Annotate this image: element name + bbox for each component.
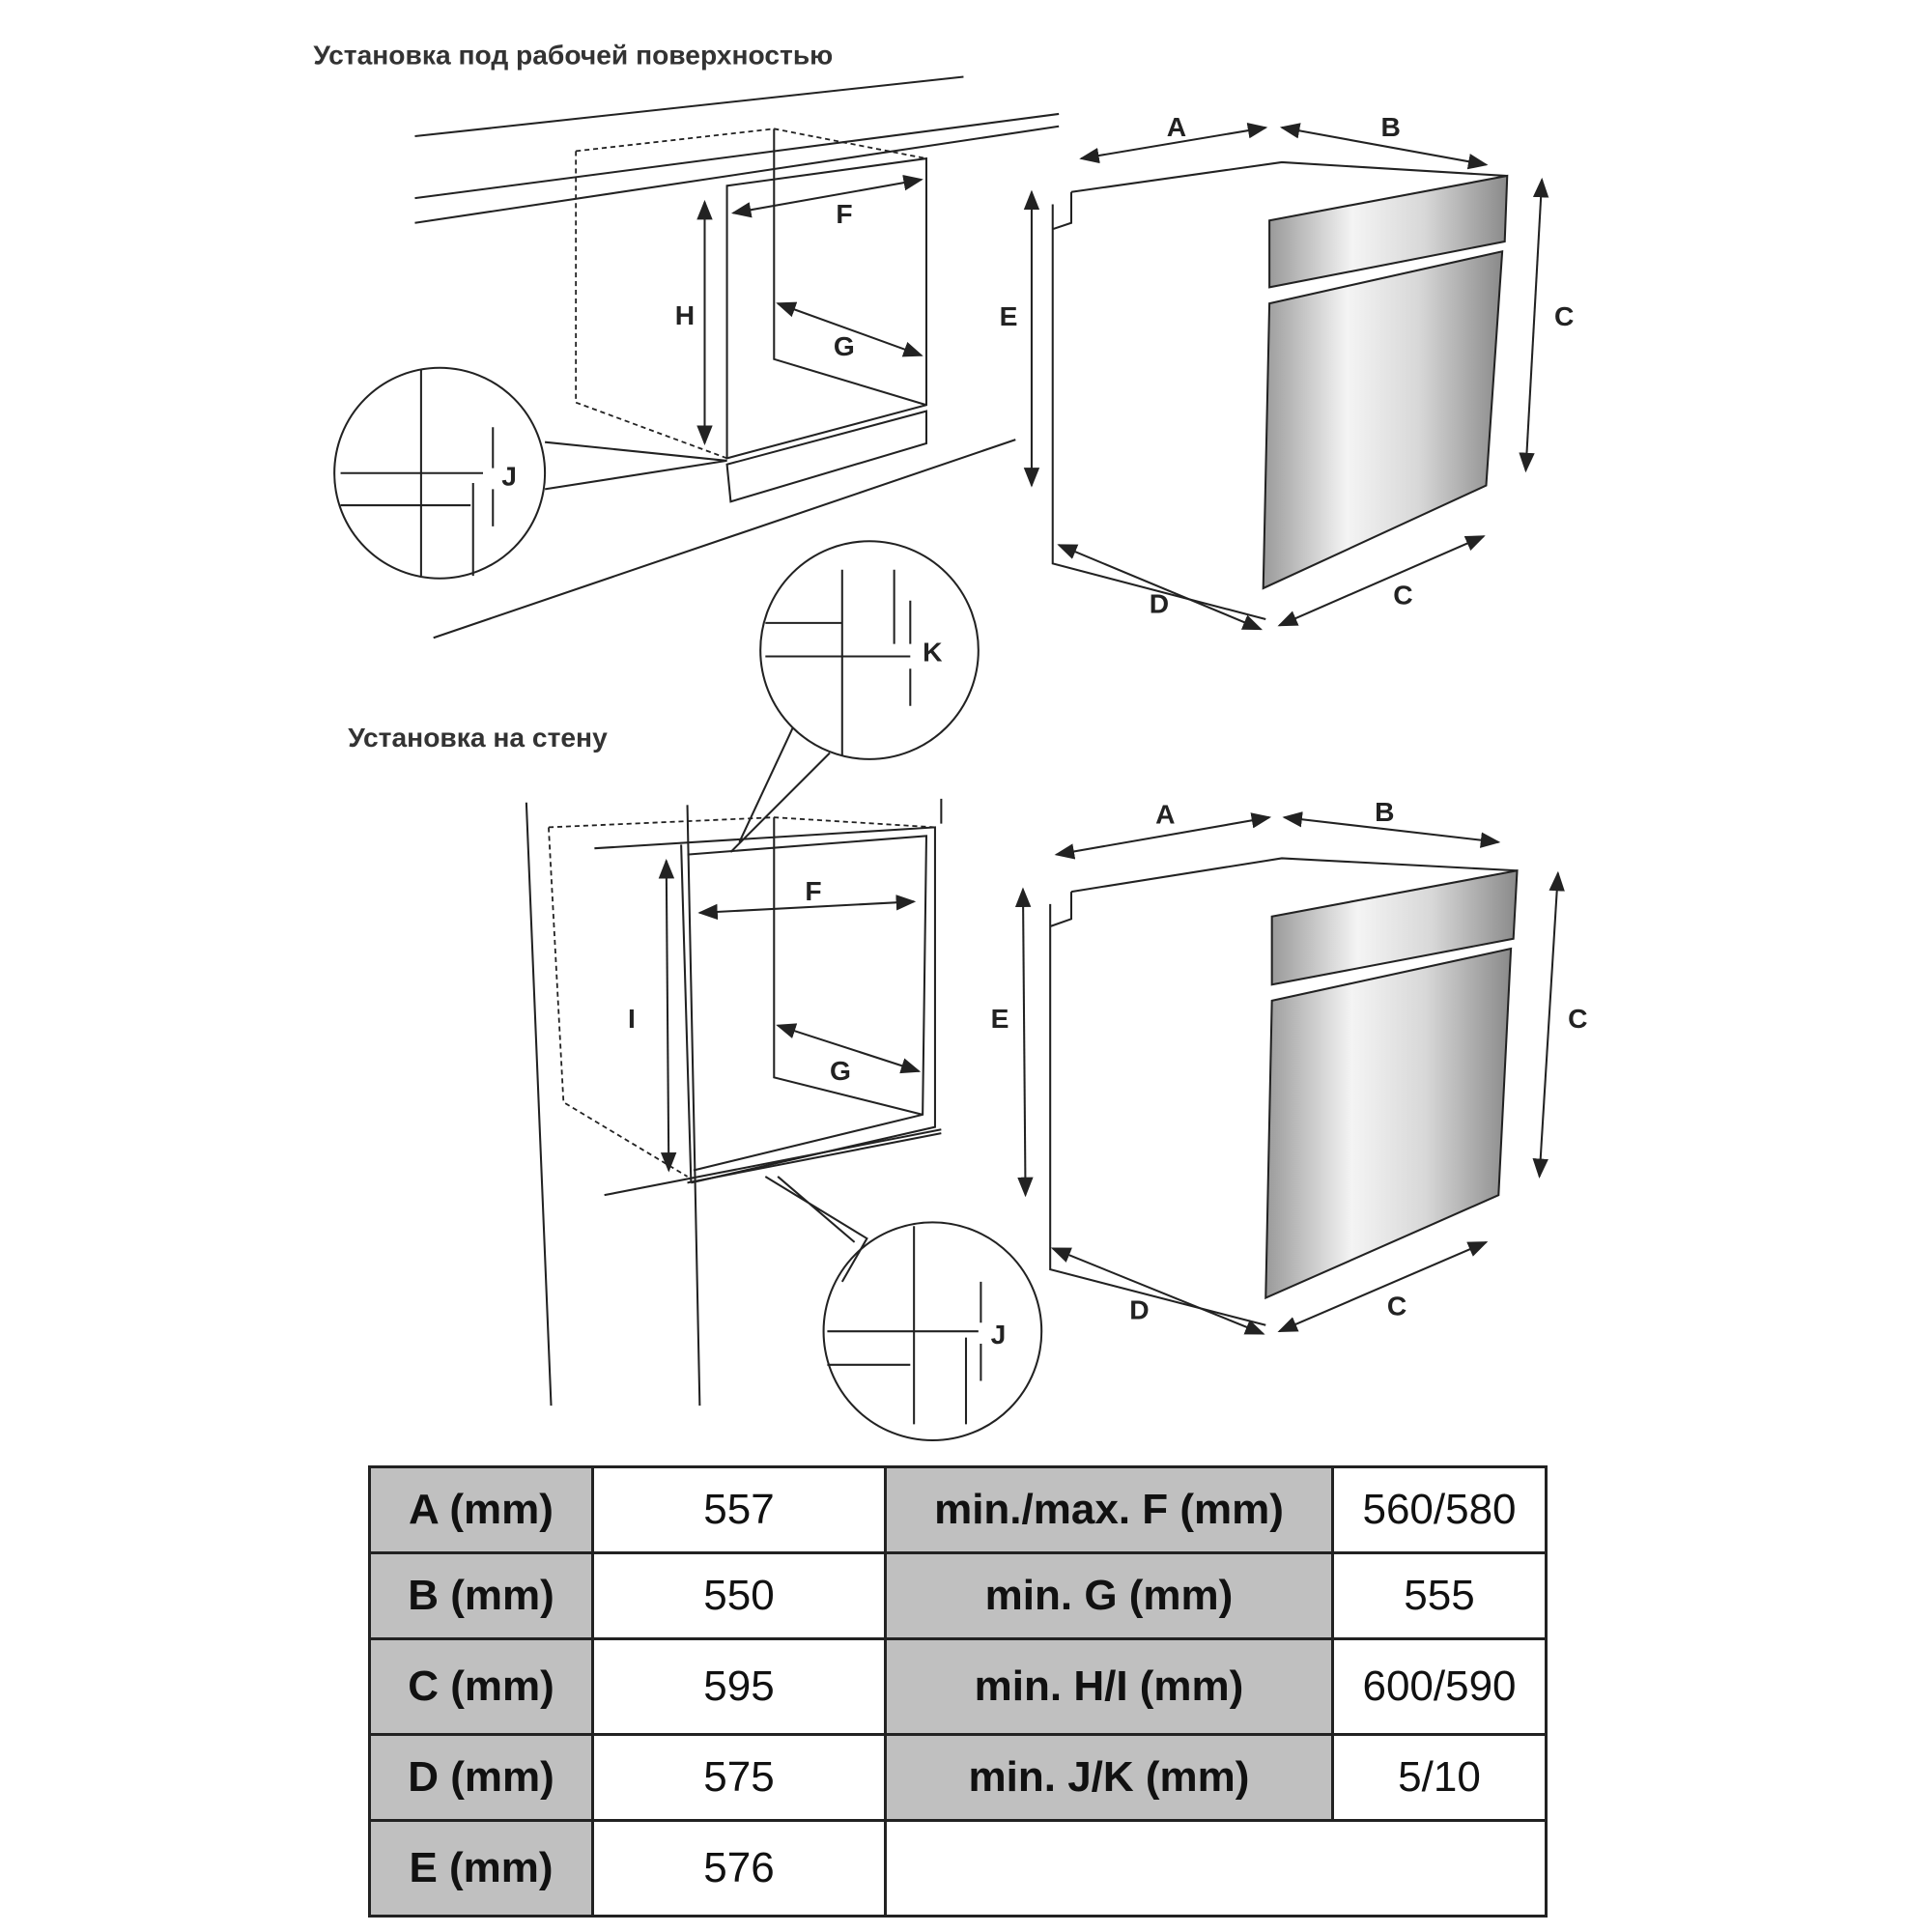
table-row: E (mm) 576 [368,1819,1548,1918]
label-b-2: B [1375,796,1394,827]
value-cell: 557 [591,1465,887,1554]
table-row: D (mm) 575 min. J/K (mm) 5/10 [368,1733,1548,1822]
key-cell: C (mm) [368,1637,594,1736]
value-cell: 575 [591,1733,887,1822]
label-a-2: A [1155,799,1175,830]
key-cell: min. H/I (mm) [884,1637,1334,1736]
label-c-width-2: C [1387,1291,1406,1321]
oven-diagram-top: A B C E D C [1000,111,1574,631]
table-row: B (mm) 550 min. G (mm) 555 [368,1551,1548,1640]
label-h: H [675,299,695,330]
value-cell: 560/580 [1331,1465,1548,1554]
label-g: G [834,330,855,361]
under-counter-niche: H F G J [333,75,1060,639]
value-cell: 5/10 [1331,1733,1548,1822]
key-cell: B (mm) [368,1551,594,1640]
value-cell: 600/590 [1331,1637,1548,1736]
label-i: I [628,1003,636,1034]
dimensions-table: A (mm) 557 min./max. F (mm) 560/580 B (m… [368,1465,1548,1918]
key-cell: min. G (mm) [884,1551,1334,1640]
key-cell: A (mm) [368,1465,594,1554]
value-cell: 550 [591,1551,887,1640]
label-f: F [836,198,852,229]
label-e-2: E [991,1003,1009,1034]
label-b: B [1380,111,1400,142]
label-c-height: C [1554,300,1574,331]
label-g-wall: G [830,1055,851,1086]
key-cell: E (mm) [368,1819,594,1918]
value-cell: 595 [591,1637,887,1736]
wall-niche: I F G K J [525,540,1043,1442]
table-row: A (mm) 557 min./max. F (mm) 560/580 [368,1465,1548,1554]
label-k: K [923,637,943,668]
key-cell: D (mm) [368,1733,594,1822]
key-cell: min. J/K (mm) [884,1733,1334,1822]
label-f-wall: F [805,875,821,906]
oven-diagram-bottom: A B C E D C [991,796,1587,1335]
key-cell: min./max. F (mm) [884,1465,1334,1554]
label-c-width: C [1393,580,1412,611]
value-cell: 555 [1331,1551,1548,1640]
label-j-top: J [501,461,517,492]
label-d: D [1150,588,1169,619]
title-wall: Установка на стену [348,722,608,753]
value-cell: 576 [591,1819,887,1918]
empty-cell [884,1819,1548,1918]
title-under-counter: Установка под рабочей поверхностью [313,40,833,71]
label-e: E [1000,300,1018,331]
label-a: A [1167,111,1186,142]
table-row: C (mm) 595 min. H/I (mm) 600/590 [368,1637,1548,1736]
label-d-2: D [1129,1293,1149,1324]
label-j-wall: J [991,1319,1007,1350]
label-c-height-2: C [1568,1003,1587,1034]
